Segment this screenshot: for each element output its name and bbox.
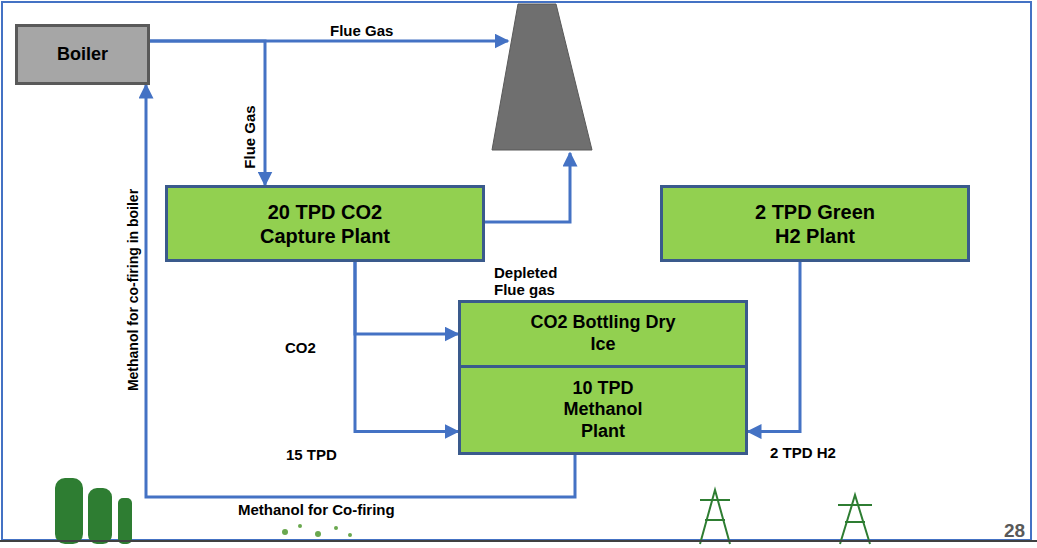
pylon-silhouette [700, 490, 872, 544]
node-text: 2 TPD Green H2 Plant [740, 200, 890, 248]
flow-label: Flue Gas [330, 22, 393, 39]
flow-label: 15 TPD [286, 446, 337, 463]
flow-label: Methanol for Co-firing [238, 501, 395, 518]
boiler-box: Boiler [15, 24, 150, 85]
page-number: 28 [1004, 520, 1025, 542]
process-box: 10 TPD Methanol Plant [458, 365, 748, 455]
slide-frame [2, 2, 1031, 540]
flow-arrow [355, 262, 458, 334]
flow-label: Depleted Flue gas [494, 264, 584, 299]
process-box: CO2 Bottling Dry Ice [458, 300, 748, 368]
flow-label: Flue Gas [241, 105, 258, 168]
process-box: 2 TPD Green H2 Plant [660, 185, 970, 262]
flow-label: Methanol for co-firing in boiler [125, 189, 141, 391]
flow-arrow [150, 41, 265, 185]
node-text: 10 TPD Methanol Plant [548, 378, 658, 443]
depleted-gas-line [485, 153, 570, 222]
node-text: CO2 Bottling Dry Ice [528, 312, 678, 355]
chimney-stack [492, 4, 592, 150]
footer-rule [0, 540, 1037, 542]
silo-silhouette [55, 478, 132, 544]
flow-arrow [355, 262, 458, 432]
process-box: 20 TPD CO2 Capture Plant [165, 185, 485, 262]
flow-arrow [748, 262, 800, 432]
flow-label: 2 TPD H2 [770, 444, 836, 461]
flow-label: CO2 [285, 339, 316, 356]
node-text: Boiler [57, 44, 108, 66]
node-text: 20 TPD CO2 Capture Plant [245, 200, 405, 248]
grass-silhouette [282, 524, 352, 537]
